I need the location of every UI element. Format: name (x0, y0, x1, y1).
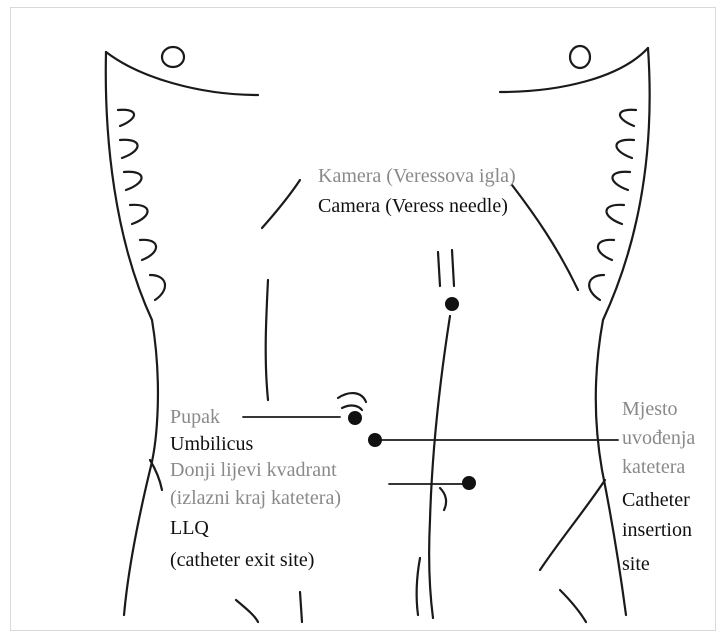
left-nipple (162, 47, 184, 67)
left-costal-line (262, 180, 300, 228)
insertion-site-dot (368, 433, 382, 447)
insertion-label-english-line1: Catheter (622, 488, 690, 512)
right-rib-2 (616, 140, 634, 158)
left-torso-outline (106, 52, 158, 615)
midline-mark-1 (438, 252, 440, 286)
camera-port-dot (445, 297, 459, 311)
camera-label-croatian: Kamera (Veressova igla) (318, 164, 516, 188)
left-rib-2 (120, 140, 138, 158)
camera-label-english: Camera (Veress needle) (318, 194, 508, 218)
left-rib-6 (150, 275, 165, 300)
insertion-label-croatian-line1: Mjesto (622, 397, 678, 421)
right-rib-6 (589, 275, 604, 300)
right-rib-4 (606, 205, 624, 224)
insertion-label-croatian-line3: katetera (622, 455, 685, 479)
groin-right (560, 590, 586, 622)
left-rib-4 (130, 205, 148, 224)
lower-curve-1 (440, 488, 446, 510)
right-chest-line (500, 48, 648, 92)
insertion-label-croatian-line2: uvođenja (622, 426, 695, 450)
left-rib-3 (124, 172, 142, 190)
llq-label-english-line1: LLQ (170, 516, 209, 540)
lower-curve-3 (417, 558, 420, 615)
right-rib-1 (620, 110, 636, 126)
llq-label-croatian-line2: (izlazni kraj katetera) (170, 486, 341, 510)
right-rectus-line (429, 316, 450, 618)
right-nipple (570, 46, 590, 68)
lower-curve-2 (540, 480, 605, 570)
right-rib-3 (612, 172, 630, 190)
insertion-label-english-line3: site (622, 552, 650, 576)
left-rib-1 (118, 110, 134, 126)
groin-mid (300, 592, 302, 622)
llq-label-english-line2: (catheter exit site) (170, 548, 314, 572)
umbilicus-arc (338, 393, 366, 402)
left-chest-line (106, 52, 258, 95)
midline-mark-2 (452, 250, 454, 286)
umbilicus-dot (348, 411, 362, 425)
left-rectus-line (266, 280, 268, 400)
groin-left (236, 600, 258, 622)
umbilicus-label-croatian: Pupak (170, 405, 220, 429)
umbilicus-label-english: Umbilicus (170, 432, 253, 456)
left-rib-5 (140, 240, 156, 260)
right-costal-line (512, 185, 578, 290)
llq-label-croatian-line1: Donji lijevi kvadrant (170, 458, 337, 482)
insertion-label-english-line2: insertion (622, 518, 692, 542)
left-lower-line (150, 460, 162, 490)
llq-exit-site-dot (462, 476, 476, 490)
right-rib-5 (598, 240, 614, 260)
umbilicus-arc-inner (342, 406, 362, 410)
